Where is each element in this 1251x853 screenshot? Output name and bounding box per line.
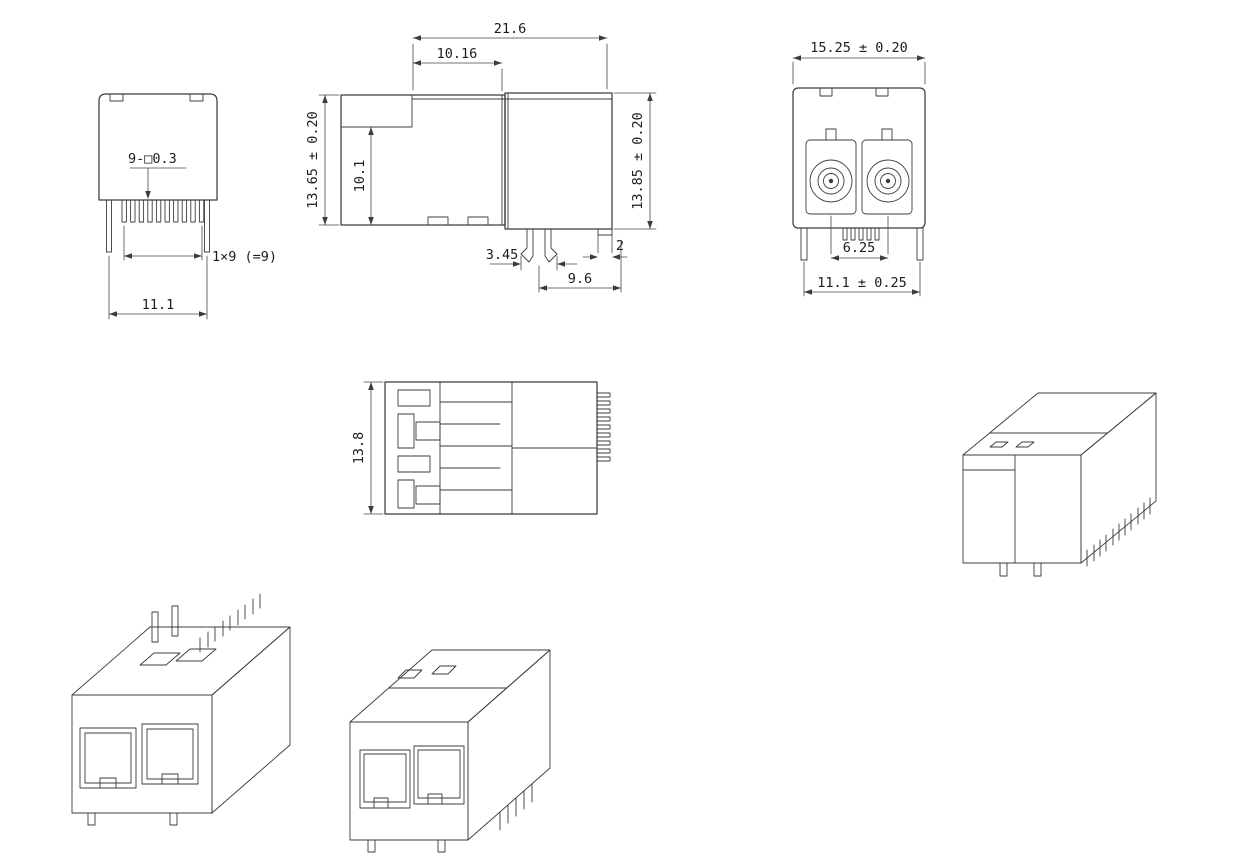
view-iso-front-left [71, 593, 291, 826]
dim-pin-square: 9-□0.3 [128, 151, 187, 199]
dim-height-left: 13.65 ± 0.20 [305, 94, 340, 226]
front-housing [792, 87, 926, 229]
dim-pin-row: 1×9 (=9) [123, 225, 277, 265]
dim-height-right: 13.85 ± 0.20 [613, 92, 657, 230]
front-legs-and-pins [800, 227, 924, 261]
view-iso-front-right [349, 649, 551, 853]
dim-inner-height: 10.1 [352, 126, 374, 226]
iso-fr-ports [359, 745, 465, 809]
top-body [384, 381, 598, 515]
dim-post-offset: 9.6 [538, 239, 622, 293]
dim-label-inner-depth: 10.16 [437, 46, 478, 62]
dim-inner-depth: 10.16 [412, 46, 503, 92]
dim-label-height-right: 13.85 ± 0.20 [630, 112, 646, 210]
dim-label-overall-depth: 21.6 [494, 21, 527, 37]
dim-label-body-width: 11.1 [142, 297, 175, 313]
dim-label-post-width: 3.45 [486, 247, 519, 263]
dim-body-width: 11.1 [108, 255, 208, 320]
mount-legs [106, 199, 210, 253]
section-body [340, 92, 613, 236]
dim-label-height-left: 13.65 ± 0.20 [305, 111, 321, 209]
view-top: 13.8 [351, 381, 611, 515]
dim-label-port-pitch: 6.25 [843, 240, 876, 256]
snap-post [520, 228, 558, 263]
dim-label-post-offset: 9.6 [568, 271, 592, 287]
housing-outline [98, 93, 218, 201]
port-right [866, 159, 910, 203]
dim-port-pitch: 6.25 [830, 215, 889, 261]
dim-label-top-depth: 13.8 [351, 432, 367, 465]
dim-overall-depth: 21.6 [412, 21, 608, 91]
dim-label-overall-width: 15.25 ± 0.20 [810, 40, 908, 56]
dim-edge-step: 2 [582, 232, 628, 260]
dim-post-width: 3.45 [486, 247, 578, 271]
iso-fl-pin-comb [199, 593, 261, 653]
view-side-profile: 9-□0.3 1×9 (=9) 11.1 [98, 93, 277, 320]
dim-label-inner-height: 10.1 [352, 160, 368, 193]
view-side-section: 21.6 10.16 13.65 ± 0.20 10.1 13.85 ± 0.2… [305, 21, 657, 293]
pin-comb [121, 199, 205, 223]
dim-label-pin-square: 9-□0.3 [128, 151, 177, 167]
iso-fl-ports [79, 723, 199, 789]
iso-fr-pin-comb [499, 783, 533, 831]
dim-label-edge-step: 2 [616, 238, 624, 254]
top-pin-comb [596, 392, 611, 462]
dim-label-leg-pitch: 11.1 ± 0.25 [817, 275, 906, 291]
port-left [809, 159, 853, 203]
dim-overall-width: 15.25 ± 0.20 [792, 40, 926, 85]
view-iso-rear [962, 392, 1157, 577]
dim-top-depth: 13.8 [351, 381, 384, 515]
iso-rear-pin-comb [1086, 497, 1151, 567]
dim-label-pin-row: 1×9 (=9) [212, 249, 277, 265]
view-front: 15.25 ± 0.20 6.25 11.1 ± 0.25 [792, 40, 926, 297]
dim-leg-pitch: 11.1 ± 0.25 [803, 261, 921, 297]
